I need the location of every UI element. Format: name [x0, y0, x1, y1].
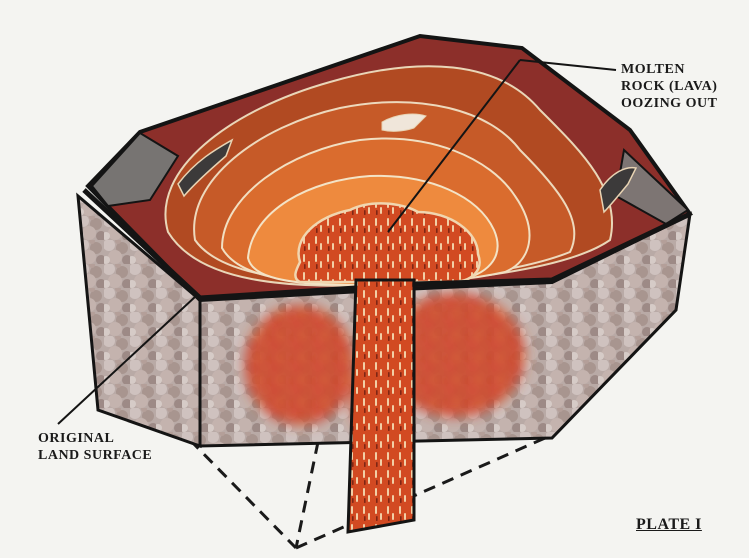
- molten-label-line-1: MOLTEN: [621, 61, 717, 78]
- molten-label-line-3: OOZING OUT: [621, 95, 717, 112]
- molten-label-line-2: ROCK (LAVA): [621, 78, 717, 95]
- original-label-line-1: ORIGINAL: [38, 430, 152, 447]
- molten-rock-label: MOLTEN ROCK (LAVA) OOZING OUT: [621, 61, 717, 112]
- original-land-surface-label: ORIGINAL LAND SURFACE: [38, 430, 152, 464]
- original-label-line-2: LAND SURFACE: [38, 447, 152, 464]
- plate-caption: PLATE I: [636, 516, 702, 534]
- lava-vent-conduit: [348, 280, 414, 532]
